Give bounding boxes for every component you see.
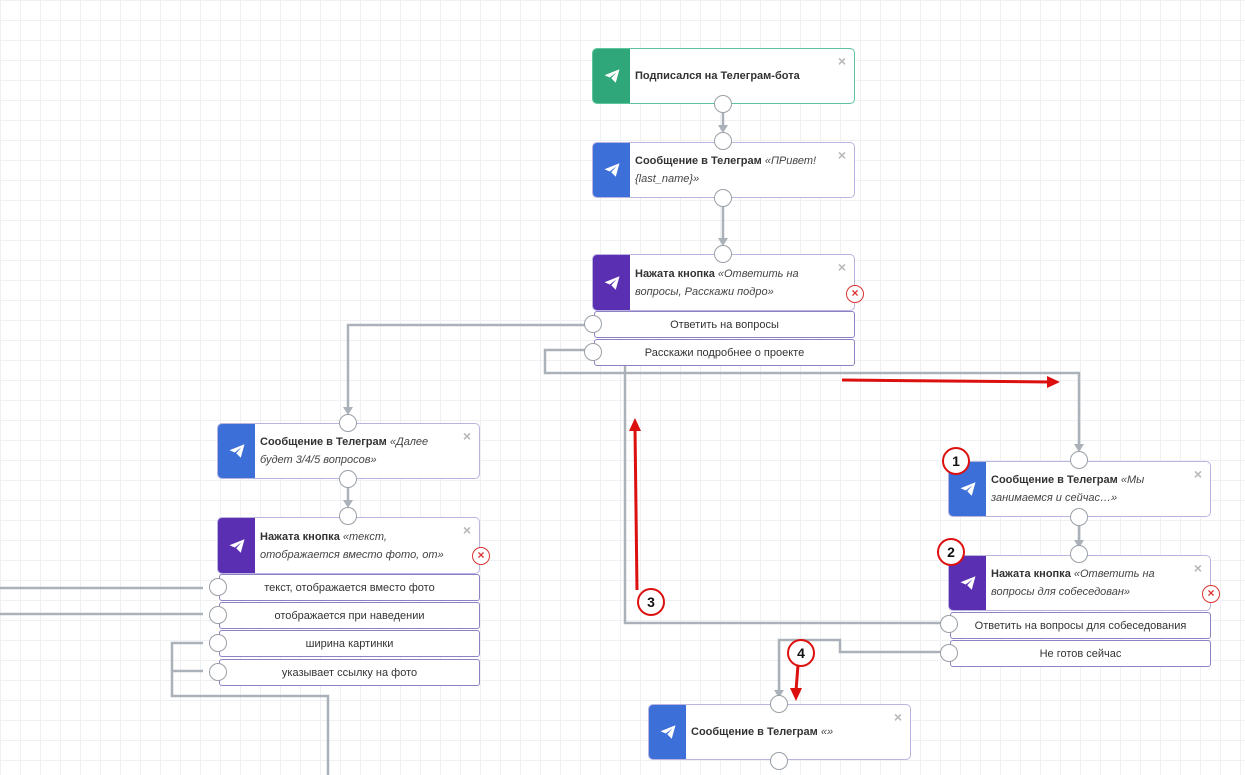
- input-port[interactable]: [770, 695, 788, 713]
- telegram-icon-box: [649, 705, 686, 759]
- node-telegram-message-hello[interactable]: Сообщение в Телеграм «ПРивет! {last_name…: [592, 142, 855, 198]
- close-icon[interactable]: ×: [462, 428, 471, 444]
- node-title: Сообщение в Телеграм: [691, 726, 818, 738]
- error-icon[interactable]: ×: [846, 285, 864, 303]
- button-option-tell-more[interactable]: Расскажи подробнее о проекте: [594, 339, 855, 366]
- node-quote: «Мы занимаемся и сейчас…»: [991, 474, 1145, 504]
- node-telegram-message-empty[interactable]: Сообщение в Телеграм «» ×: [648, 704, 911, 760]
- telegram-icon: [604, 163, 619, 177]
- input-port[interactable]: [714, 245, 732, 263]
- node-label: Нажата кнопка «Ответить на вопросы для с…: [986, 556, 1210, 610]
- button-output-port[interactable]: [584, 343, 602, 361]
- output-port[interactable]: [714, 189, 732, 207]
- close-icon[interactable]: ×: [462, 522, 471, 538]
- node-title: Подписался на Телеграм-бота: [635, 70, 800, 82]
- node-label: Сообщение в Телеграм «»: [686, 705, 910, 759]
- node-title: Нажата кнопка: [991, 568, 1071, 580]
- button-output-port[interactable]: [940, 615, 958, 633]
- output-port[interactable]: [1070, 508, 1088, 526]
- annotation-badge-4: 4: [787, 639, 815, 667]
- node-label: Нажата кнопка «Ответить на вопросы, Расс…: [630, 255, 854, 310]
- button-output-port[interactable]: [940, 644, 958, 662]
- error-icon[interactable]: ×: [1202, 585, 1220, 603]
- node-label: Сообщение в Телеграм «Мы занимаемся и се…: [986, 462, 1210, 516]
- node-quote: «ПРивет! {last_name}»: [635, 155, 817, 185]
- node-label: Подписался на Телеграм-бота: [630, 49, 854, 103]
- node-button-pressed-main[interactable]: Нажата кнопка «Ответить на вопросы, Расс…: [592, 254, 855, 311]
- telegram-icon: [229, 538, 244, 553]
- node-title: Нажата кнопка: [260, 530, 340, 543]
- button-output-port[interactable]: [209, 663, 227, 681]
- node-quote: «Далее будет 3/4/5 вопросов»: [260, 436, 429, 466]
- button-option-not-ready[interactable]: Не готов сейчас: [950, 640, 1211, 667]
- button-option-image-width[interactable]: ширина картинки: [219, 630, 480, 657]
- telegram-icon: [229, 444, 244, 458]
- error-icon[interactable]: ×: [472, 547, 490, 565]
- telegram-icon: [660, 725, 675, 739]
- node-quote: «Ответить на вопросы для собеседован»: [991, 568, 1155, 598]
- annotation-badge-3: 3: [637, 588, 665, 616]
- button-output-port[interactable]: [584, 315, 602, 333]
- close-icon[interactable]: ×: [837, 53, 846, 69]
- node-telegram-message-next[interactable]: Сообщение в Телеграм «Далее будет 3/4/5 …: [217, 423, 480, 479]
- close-icon[interactable]: ×: [837, 147, 846, 163]
- annotation-badge-2: 2: [937, 538, 965, 566]
- telegram-icon: [604, 275, 619, 290]
- node-button-pressed-photo[interactable]: Нажата кнопка «текст, отображается вмест…: [217, 517, 480, 574]
- telegram-icon-box: [593, 49, 630, 103]
- node-title: Сообщение в Телеграм: [260, 436, 387, 448]
- telegram-icon-box: [593, 143, 630, 197]
- input-port[interactable]: [339, 414, 357, 432]
- input-port[interactable]: [714, 132, 732, 150]
- button-option-interview-questions[interactable]: Ответить на вопросы для собеседования: [950, 612, 1211, 639]
- button-option-hover[interactable]: отображается при наведении: [219, 602, 480, 629]
- button-option-answer-questions[interactable]: Ответить на вопросы: [594, 311, 855, 338]
- node-quote: «»: [820, 726, 834, 738]
- close-icon[interactable]: ×: [1193, 466, 1202, 482]
- node-quote: «текст, отображается вместо фото, от»: [260, 530, 444, 561]
- telegram-icon: [960, 576, 975, 590]
- close-icon[interactable]: ×: [837, 259, 846, 275]
- input-port[interactable]: [1070, 451, 1088, 469]
- output-port[interactable]: [714, 95, 732, 113]
- annotation-badge-1: 1: [942, 447, 970, 475]
- input-port[interactable]: [339, 507, 357, 525]
- node-title: Сообщение в Телеграм: [991, 474, 1118, 486]
- button-option-text-instead-photo[interactable]: текст, отображается вместо фото: [219, 574, 480, 601]
- button-option-photo-link[interactable]: указывает ссылку на фото: [219, 659, 480, 686]
- node-label: Сообщение в Телеграм «Далее будет 3/4/5 …: [255, 424, 479, 478]
- node-title: Сообщение в Телеграм: [635, 155, 762, 167]
- node-label: Нажата кнопка «текст, отображается вмест…: [255, 518, 479, 573]
- button-output-port[interactable]: [209, 578, 227, 596]
- telegram-icon: [960, 482, 975, 496]
- button-output-port[interactable]: [209, 634, 227, 652]
- telegram-icon-box: [218, 424, 255, 478]
- telegram-icon-box: [593, 255, 630, 310]
- output-port[interactable]: [770, 752, 788, 770]
- node-quote: «Ответить на вопросы, Расскажи подро»: [635, 267, 799, 298]
- telegram-icon: [604, 69, 619, 83]
- output-port[interactable]: [339, 470, 357, 488]
- close-icon[interactable]: ×: [1193, 560, 1202, 576]
- input-port[interactable]: [1070, 545, 1088, 563]
- node-label: Сообщение в Телеграм «ПРивет! {last_name…: [630, 143, 854, 197]
- node-button-pressed-interview[interactable]: Нажата кнопка «Ответить на вопросы для с…: [948, 555, 1211, 611]
- button-output-port[interactable]: [209, 606, 227, 624]
- close-icon[interactable]: ×: [893, 709, 902, 725]
- telegram-icon-box: [218, 518, 255, 573]
- node-title: Нажата кнопка: [635, 267, 715, 280]
